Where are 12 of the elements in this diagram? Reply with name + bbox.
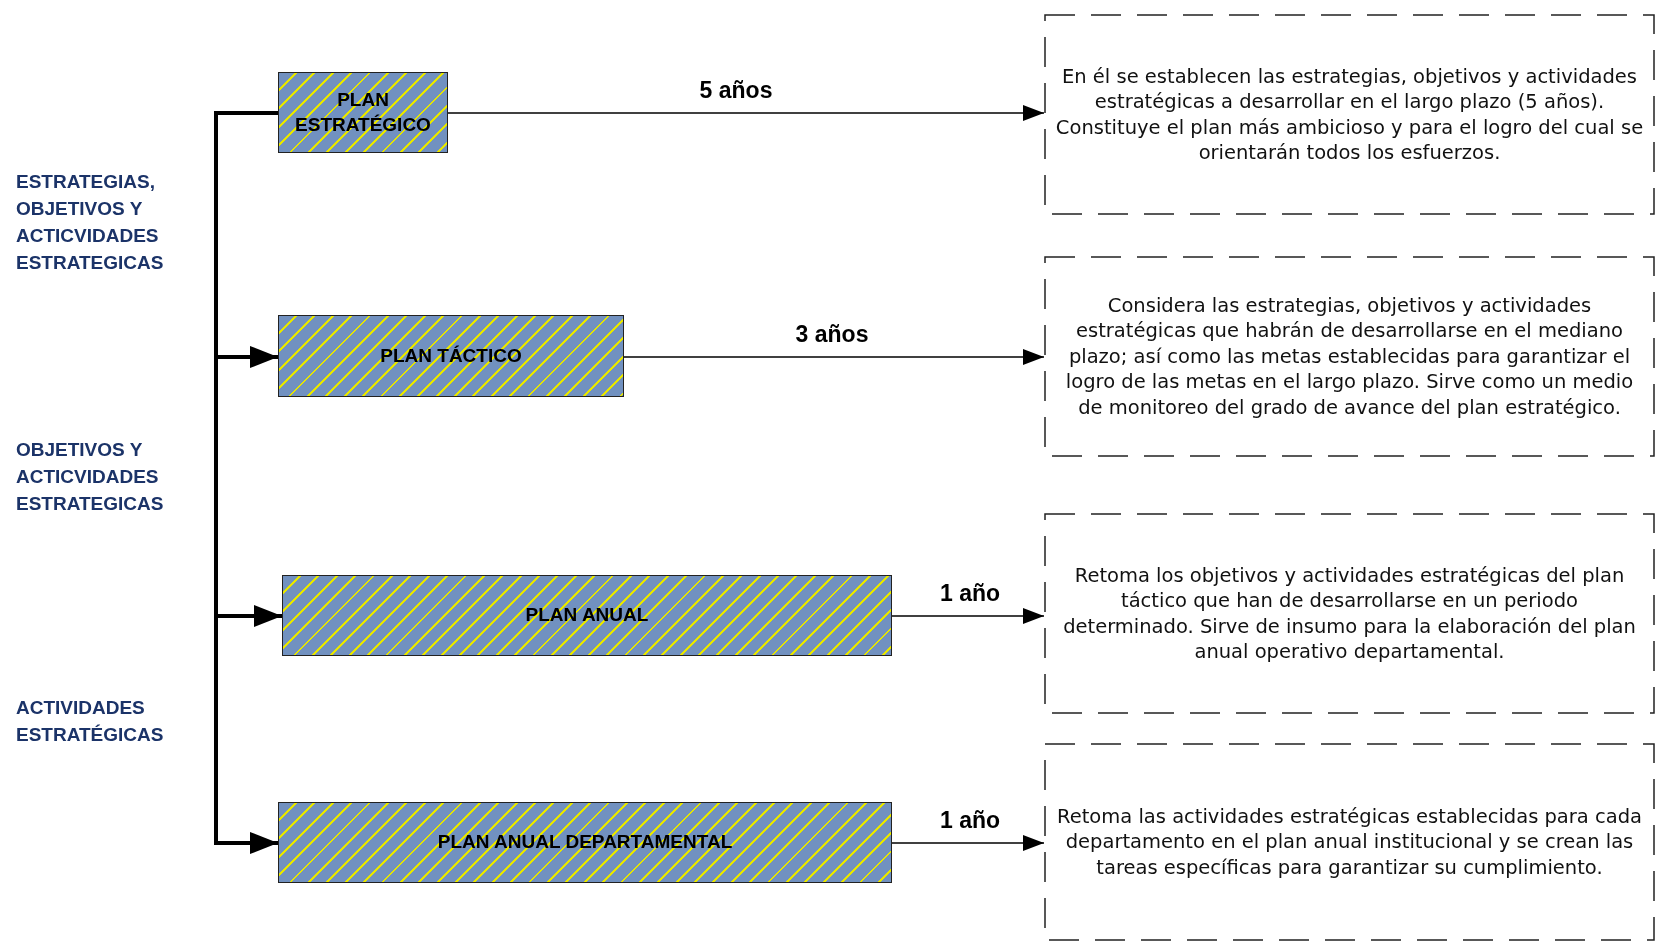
side-label: ACTIVIDADES ESTRATÉGICAS: [16, 696, 165, 747]
arrow: [447, 105, 1045, 121]
arrow: [623, 349, 1045, 365]
arrow: [891, 835, 1045, 851]
arrow: [891, 608, 1045, 624]
side-label: ESTRATEGIAS, OBJETIVOS Y ACTICVIDADES ESTRATEGICAS: [16, 170, 165, 275]
dashed-description-box: Retoma las actividades estratégicas establecidas para cada departamento en el plan anual institucional y se crean las tareas específicas para garantizar su cumplimiento.: [1044, 743, 1655, 941]
arrow: [214, 111, 278, 854]
dashed-description-box: Retoma los objetivos y actividades estratégicas del plan táctico que han de desarrollarse en un periodo determinado. Sirve de insumo para la elaboración del plan anual operativo departamental.: [1044, 513, 1655, 714]
dashed-description-box: En él se establecen las estrategias, objetivos y actividades estratégicas a desarrollar en el largo plazo (5 años). Constituye el plan más ambicioso y para el logro del cual se orientarán todos los esfuerzos.: [1044, 14, 1655, 215]
side-label: OBJETIVOS Y ACTICVIDADES ESTRATEGICAS: [16, 438, 165, 516]
dashed-description-box: Considera las estrategias, objetivos y actividades estratégicas que habrán de desarrollarse en el mediano plazo; así como las metas establecidas para garantizar el logro de las metas en el largo plazo. Sirve como un medio de monitoreo del grado de avance del plan estratégico.: [1044, 256, 1655, 457]
